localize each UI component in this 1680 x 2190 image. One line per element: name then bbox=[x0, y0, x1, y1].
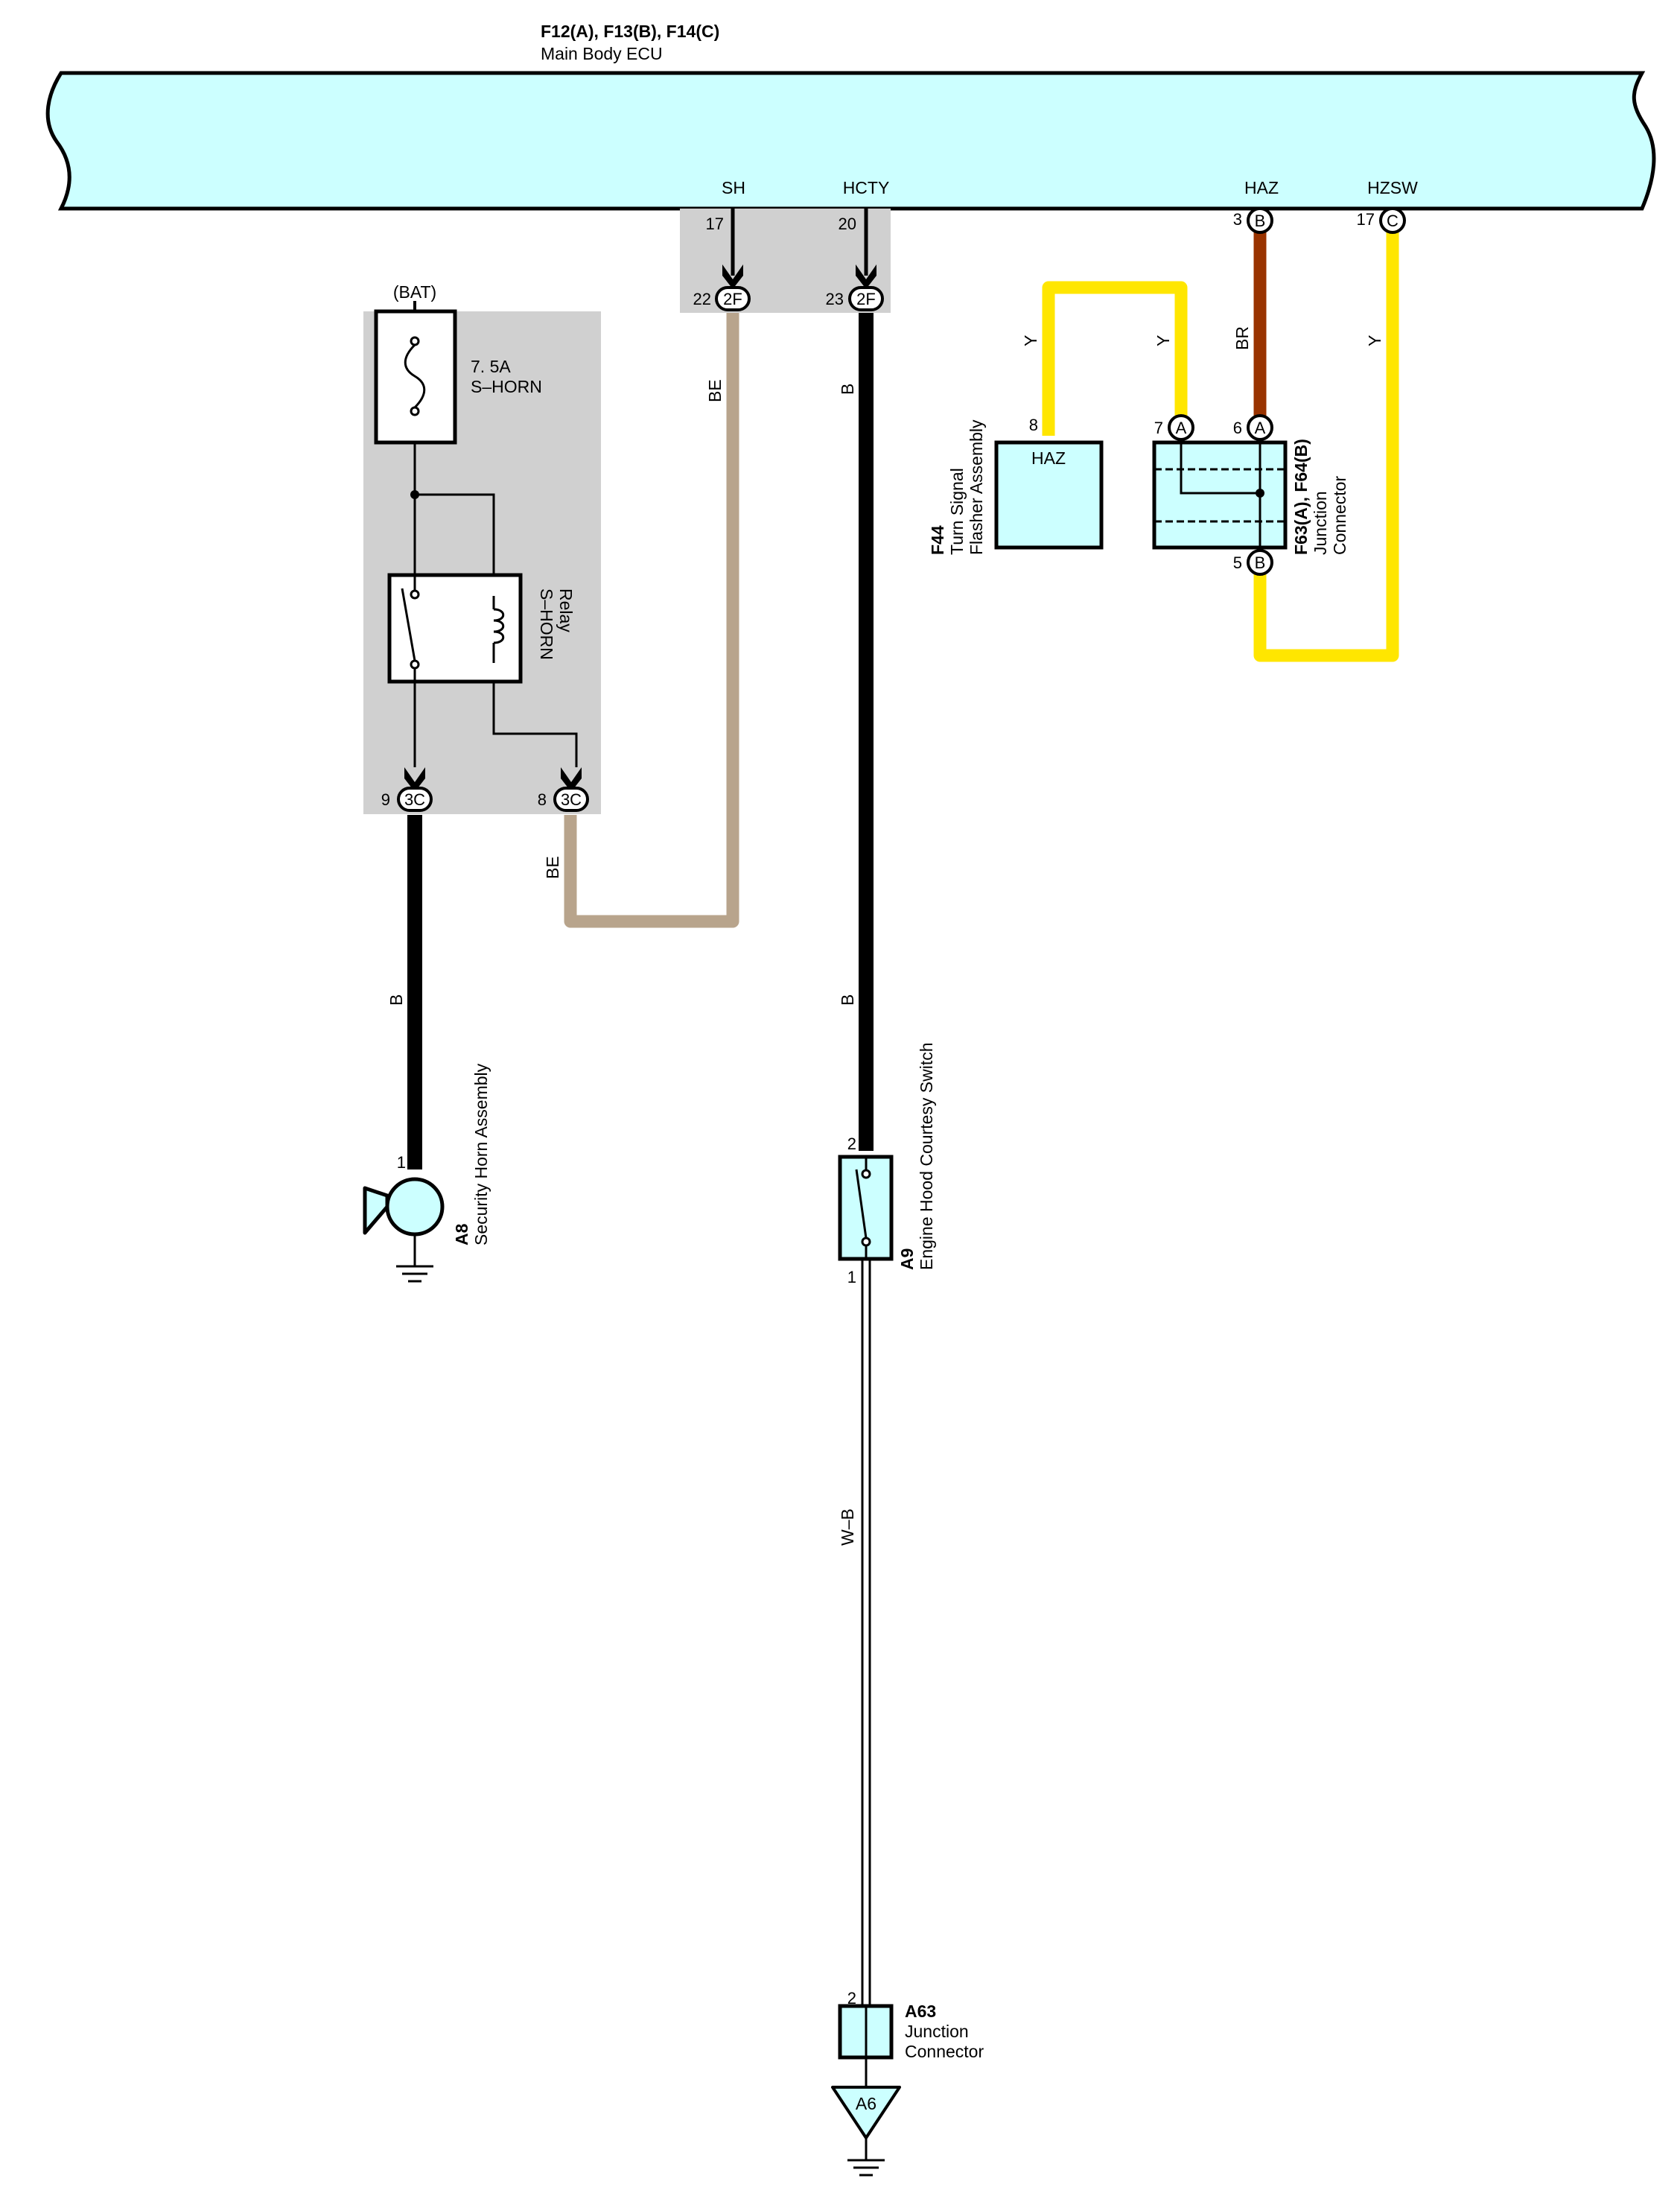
f63-line2: Connector bbox=[1330, 476, 1349, 555]
f63-pin-circle-5: B bbox=[1247, 549, 1273, 576]
a8-code: A8 bbox=[452, 1223, 471, 1245]
ecu-pin-circle-haz: B bbox=[1247, 207, 1273, 234]
ecu-terminal-haz: HAZ bbox=[1244, 178, 1279, 197]
svg-text:A: A bbox=[1255, 419, 1266, 437]
fuse-icon bbox=[404, 336, 426, 416]
svg-text:2F: 2F bbox=[723, 290, 742, 308]
f63-pin-6: 6 bbox=[1233, 419, 1242, 437]
a9-switch-icon bbox=[855, 1157, 871, 1259]
wire-label-br: BR bbox=[1232, 326, 1252, 350]
wire-label-wb: W–B bbox=[838, 1508, 857, 1546]
wire-y-flasher bbox=[1042, 281, 1188, 436]
horn-icon bbox=[363, 1177, 445, 1237]
svg-text:B: B bbox=[1255, 553, 1266, 572]
ecu-pin-haz: 3 bbox=[1233, 210, 1242, 229]
a9-name: Engine Hood Courtesy Switch bbox=[917, 1042, 936, 1270]
pin-3c-8: 8 bbox=[538, 790, 547, 809]
svg-text:A: A bbox=[1176, 419, 1187, 437]
f63-pin-7: 7 bbox=[1154, 419, 1163, 437]
wire-label-b-horn: B bbox=[386, 994, 406, 1006]
ecu-terminal-sh: SH bbox=[722, 178, 745, 197]
svg-text:C: C bbox=[1387, 212, 1399, 230]
relay-coil-icon bbox=[492, 596, 505, 663]
ecu-name: Main Body ECU bbox=[541, 44, 663, 63]
f44-line2: Flasher Assembly bbox=[967, 419, 986, 555]
a9-code: A9 bbox=[897, 1248, 917, 1270]
ground-icon-a6: A6 bbox=[831, 2086, 901, 2177]
a8-name: Security Horn Assembly bbox=[471, 1063, 491, 1245]
f44-box bbox=[994, 440, 1104, 550]
f63-box bbox=[1152, 440, 1288, 550]
ground-label: A6 bbox=[856, 2094, 876, 2113]
a63-code: A63 bbox=[905, 2002, 936, 2021]
f44-pin: 8 bbox=[1029, 416, 1038, 434]
f63-pin-circle-7: A bbox=[1168, 414, 1194, 441]
pin-2f-23: 23 bbox=[826, 290, 844, 308]
connector-2f-sh: 2F bbox=[715, 286, 751, 311]
fuse-name: S–HORN bbox=[471, 377, 542, 396]
a9-pin-top: 2 bbox=[847, 1134, 856, 1153]
f63-line1: Junction bbox=[1311, 491, 1330, 555]
wire-label-b-switch: B bbox=[838, 994, 857, 1006]
wire-label-y-3: Y bbox=[1365, 335, 1384, 346]
ground-icon-a8 bbox=[396, 1234, 433, 1283]
relay-switch-icon bbox=[401, 575, 420, 767]
ecu-pin-hzsw: 17 bbox=[1357, 210, 1375, 229]
svg-text:3C: 3C bbox=[561, 790, 582, 809]
arrow-sh bbox=[722, 264, 743, 289]
ecu-pin-circle-hzsw: C bbox=[1379, 207, 1406, 234]
f63-code: F63(A), F64(B) bbox=[1291, 439, 1311, 555]
arrow-hcty bbox=[856, 264, 876, 289]
connector-2f-hcty: 2F bbox=[848, 286, 884, 311]
connector-3c-left: 3C bbox=[397, 787, 433, 812]
wire-label-y-2: Y bbox=[1154, 335, 1173, 346]
svg-text:3C: 3C bbox=[404, 790, 425, 809]
a63-line1: Junction bbox=[905, 2022, 969, 2041]
connector-3c-right: 3C bbox=[553, 787, 589, 812]
f44-terminal: HAZ bbox=[1031, 448, 1066, 468]
a63-pin: 2 bbox=[847, 1989, 856, 2008]
relay-label-1: S–HORN bbox=[537, 588, 556, 660]
fuse-rating: 7. 5A bbox=[471, 357, 511, 376]
wire-label-y-1: Y bbox=[1021, 335, 1040, 346]
pin-2f-22: 22 bbox=[693, 290, 711, 308]
wire-label-be-lower: BE bbox=[543, 856, 562, 879]
a8-pin: 1 bbox=[397, 1153, 406, 1172]
f63-pin-circle-6: A bbox=[1247, 414, 1273, 441]
ecu-pin-sh: 17 bbox=[706, 215, 724, 233]
wire-be bbox=[564, 313, 739, 928]
ecu-terminal-hcty: HCTY bbox=[843, 178, 890, 197]
f63-pin-5: 5 bbox=[1233, 553, 1242, 572]
f44-line1: Turn Signal bbox=[947, 468, 967, 555]
a63-line2: Connector bbox=[905, 2042, 984, 2061]
ecu-pin-hcty: 20 bbox=[839, 215, 856, 233]
svg-text:B: B bbox=[1255, 212, 1266, 230]
ecu-code: F12(A), F13(B), F14(C) bbox=[541, 22, 719, 41]
f44-code: F44 bbox=[928, 525, 947, 555]
ecu-terminal-hzsw: HZSW bbox=[1367, 178, 1418, 197]
bat-label: (BAT) bbox=[393, 282, 436, 302]
wire-label-b-hcty: B bbox=[838, 384, 857, 395]
svg-text:2F: 2F bbox=[856, 290, 876, 308]
wire-label-be-upper: BE bbox=[705, 379, 725, 402]
relay-label-2: Relay bbox=[556, 588, 576, 632]
a9-pin-bottom: 1 bbox=[847, 1268, 856, 1286]
pin-3c-9: 9 bbox=[381, 790, 390, 809]
wire-y-hzsw bbox=[1253, 222, 1399, 662]
